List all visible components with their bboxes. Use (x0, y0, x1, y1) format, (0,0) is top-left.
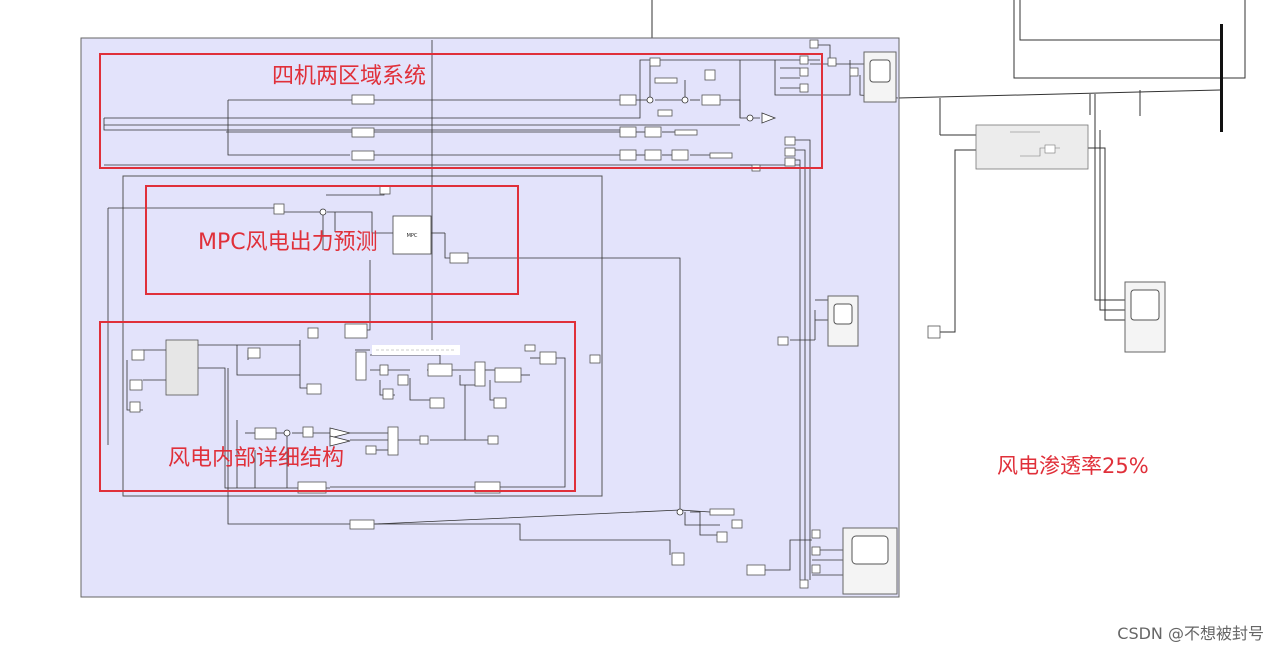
scopes[interactable] (827, 51, 1166, 595)
csdn-watermark: CSDN @不想被封号 (1117, 624, 1264, 643)
label-wind-internal: 风电内部详细结构 (168, 446, 345, 471)
box-wind-internal (99, 321, 576, 492)
bus-bar (1220, 24, 1223, 132)
wind-internal-blocks[interactable] (129, 323, 941, 589)
inner-subsystem-outlines (122, 175, 603, 497)
scope-middle (827, 295, 859, 347)
main-subsystem-area[interactable] (80, 37, 900, 598)
label-penetration: 风电渗透率25% (997, 454, 1149, 478)
annotation-boxes (99, 53, 823, 492)
external-wires (651, 0, 1246, 333)
external-subsystem-block[interactable] (975, 124, 1089, 170)
scope-bottom (842, 527, 898, 595)
scope-external (1124, 281, 1166, 353)
four-machine-blocks[interactable] (351, 39, 859, 172)
label-mpc: MPC风电出力预测 (198, 230, 378, 255)
label-four-machine: 四机两区域系统 (272, 64, 427, 89)
box-four-machine (99, 53, 823, 169)
box-mpc (145, 185, 519, 295)
sum-junctions (283, 96, 754, 516)
mpc-block[interactable] (392, 215, 432, 255)
mpc-block-label: MPC (407, 233, 418, 239)
gain-triangles (329, 112, 777, 447)
scope-four-machine (863, 51, 897, 103)
